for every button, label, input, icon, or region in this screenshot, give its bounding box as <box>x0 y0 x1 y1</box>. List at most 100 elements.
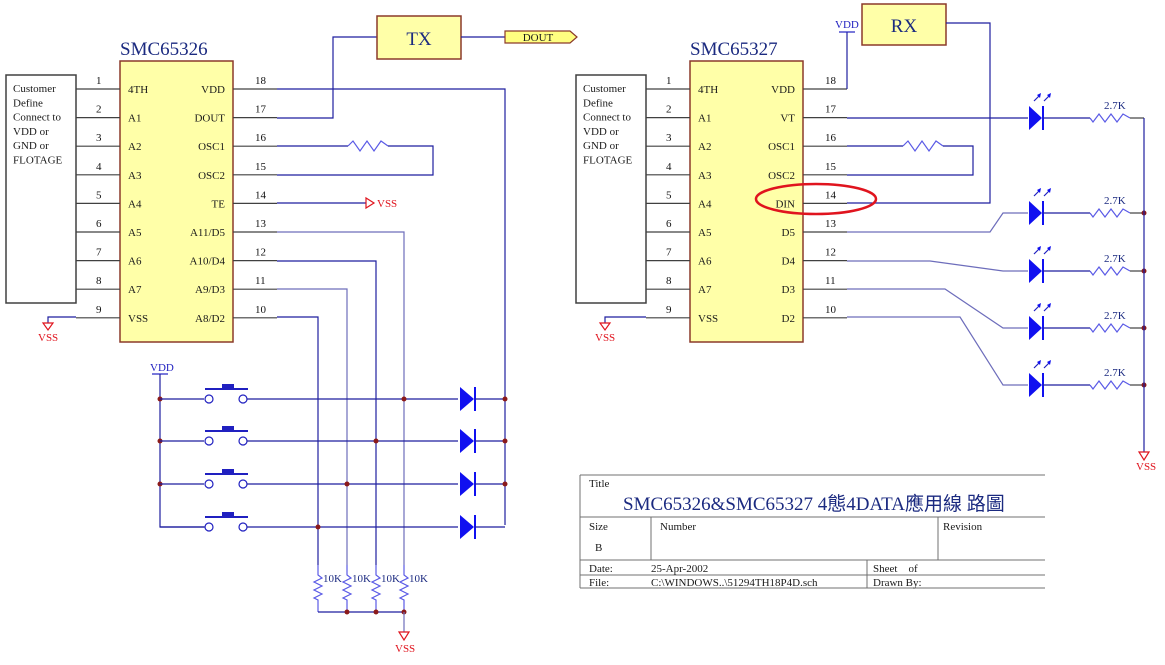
custom-note-line: Customer <box>13 83 56 95</box>
led-icon <box>1029 373 1042 397</box>
pin-number: 3 <box>96 132 102 144</box>
led-resistor-label: 2.7K <box>1104 253 1126 265</box>
pin-label: A10/D4 <box>190 256 226 268</box>
pin-number: 15 <box>255 161 267 173</box>
pin-number: 9 <box>96 304 102 316</box>
dout-to-tx-wire <box>277 36 377 119</box>
pin-number: 2 <box>96 104 102 116</box>
led-resistor-label: 2.7K <box>1104 310 1126 322</box>
pin-number: 8 <box>96 275 102 287</box>
switch-contact <box>204 394 214 404</box>
pin-number: 8 <box>666 275 672 287</box>
junction <box>401 396 407 402</box>
number-label: Number <box>660 521 696 533</box>
junction <box>373 438 379 444</box>
led-icon <box>1029 316 1042 340</box>
tx-module <box>376 15 462 60</box>
pin-label: OSC2 <box>198 170 225 182</box>
pin-label: A9/D3 <box>195 284 225 296</box>
custom-note-line: Define <box>13 97 43 109</box>
led-icon <box>1029 201 1042 225</box>
pin-number: 5 <box>666 189 672 201</box>
switch-button <box>222 426 234 431</box>
pin-label: VSS <box>698 313 718 325</box>
pin-number: 10 <box>825 304 837 316</box>
pin-label: OSC1 <box>768 141 795 153</box>
custom-note-line: Connect to <box>13 112 61 124</box>
pin-number: 16 <box>825 132 837 144</box>
diode-icon <box>460 429 474 453</box>
led-array: 2.7K2.7K2.7K2.7K2.7K <box>847 93 1147 397</box>
pin-label: D5 <box>782 227 796 239</box>
pulldown-resistor-label: 10K <box>323 573 342 585</box>
pin-label: A4 <box>698 198 712 210</box>
left-vss-wire <box>47 316 76 323</box>
switch-contact <box>238 394 248 404</box>
pin-label: D3 <box>782 284 796 296</box>
tx-label: TX <box>406 29 432 50</box>
pin-label: VDD <box>771 84 795 96</box>
right-chip-body <box>689 60 804 343</box>
switch-contact <box>204 436 214 446</box>
pin-label: A1 <box>698 113 711 125</box>
pin-label: TE <box>212 198 226 210</box>
pulldown-resistor-label: 10K <box>381 573 400 585</box>
junction <box>373 609 379 615</box>
pin-number: 5 <box>96 189 102 201</box>
custom-note-line: GND or <box>13 140 49 152</box>
pin-number: 7 <box>666 247 672 259</box>
vdd-rail <box>159 374 208 528</box>
pin-label: 4TH <box>128 84 148 96</box>
custom-note-line: Define <box>583 97 613 109</box>
pin-label: A6 <box>698 256 712 268</box>
right-chip-pins: 14TH2A13A24A35A46A57A68A79VSS18VDD17VT16… <box>646 75 847 325</box>
junction <box>502 396 508 402</box>
led-resistor <box>1089 380 1131 390</box>
pin-label: DIN <box>775 198 795 210</box>
din-highlight-ellipse <box>754 182 878 216</box>
pin-label: A7 <box>698 284 712 296</box>
pin-number: 16 <box>255 132 267 144</box>
arrow-head <box>1047 188 1051 193</box>
revision-label: Revision <box>943 521 983 533</box>
switch-vdd-label: VDD <box>150 362 174 374</box>
junction <box>344 609 350 615</box>
led-resistor-label: 2.7K <box>1104 100 1126 112</box>
osc2-wire <box>277 145 434 176</box>
right-vss-label: VSS <box>595 332 615 344</box>
pin-label: 4TH <box>698 84 718 96</box>
switch-contact <box>238 479 248 489</box>
led-icon <box>1029 106 1042 130</box>
size-value: B <box>595 542 602 554</box>
diode-icon <box>460 387 474 411</box>
custom-note-line: Connect to <box>583 112 631 124</box>
pulldown-vss-label: VSS <box>395 643 415 655</box>
left-chip-pins: 14TH2A13A24A35A46A57A68A79VSS18VDD17DOUT… <box>76 75 277 325</box>
pin-label: A2 <box>128 141 141 153</box>
pin-label: A11/D5 <box>190 227 226 239</box>
custom-note-line: VDD or <box>583 126 619 138</box>
pin-number: 9 <box>666 304 672 316</box>
pin-number: 12 <box>825 247 836 259</box>
led-resistor <box>1089 323 1131 333</box>
arrow-head <box>1047 360 1051 365</box>
diode-icon <box>460 472 474 496</box>
pin-number: 14 <box>825 189 837 201</box>
led-resistor <box>1089 113 1131 123</box>
led-resistor-label: 2.7K <box>1104 195 1126 207</box>
schematic-title: SMC65326&SMC65327 4態4DATA應用線 路圖 <box>623 492 1005 515</box>
date-value: 25-Apr-2002 <box>651 563 708 575</box>
led-vss-label: VSS <box>1136 461 1156 473</box>
switch-button <box>222 469 234 474</box>
pin-number: 14 <box>255 189 267 201</box>
arrow-head <box>1037 188 1041 193</box>
led-icon <box>1029 259 1042 283</box>
pin-label: OSC1 <box>198 141 225 153</box>
arrow-head <box>1047 303 1051 308</box>
pulldown-vss-symbol <box>397 631 411 642</box>
switch-contact <box>204 522 214 532</box>
pin-label: A5 <box>698 227 712 239</box>
pulldown-resistor <box>370 565 382 612</box>
